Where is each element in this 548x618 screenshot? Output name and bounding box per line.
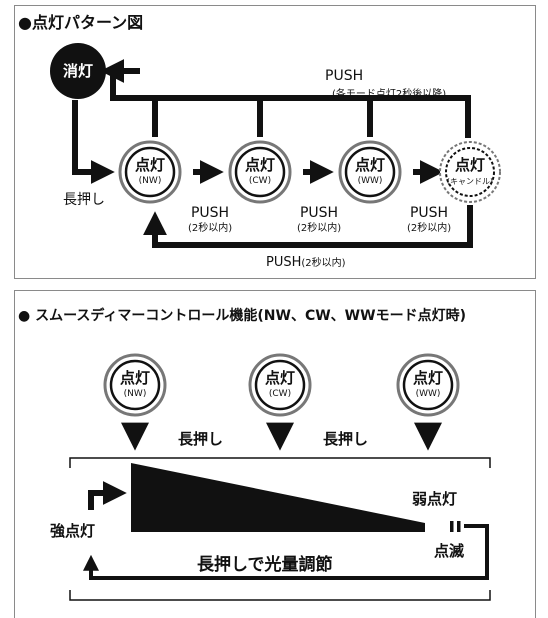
node-mode: (WW) (357, 176, 383, 186)
node-cw: 点灯 (CW) (228, 140, 292, 204)
bottom-bracket (69, 590, 491, 601)
blink-label: 点滅 (434, 542, 465, 560)
push-cw-ww: PUSH(2秒以内) (297, 205, 342, 234)
blink-bar-1 (450, 521, 454, 532)
off-node: 消灯 (50, 43, 106, 99)
node-mode: (NW) (123, 389, 147, 399)
node-label: 点灯 (264, 369, 295, 387)
ring-icon (103, 353, 167, 417)
adjust-loop-arrow (83, 524, 489, 580)
node-mode: (CW) (248, 176, 272, 186)
push-ww-candle: PUSH(2秒以内) (407, 205, 452, 234)
node-nw-2: 点灯 (NW) (103, 353, 167, 417)
node-mode: (キャンドル) (446, 177, 494, 186)
panel-title-smooth-dimmer: ● スムースディマーコントロール機能(NW、CW、WWモード点灯時) (18, 308, 466, 324)
top-return-arrow (110, 70, 471, 138)
node-ww-2: 点灯 (WW) (396, 353, 460, 417)
ring-icon (248, 353, 312, 417)
adjust-caption: 長押しで光量調節 (197, 555, 333, 575)
ring-icon (396, 353, 460, 417)
node-label: 点灯 (354, 156, 385, 174)
node-label: 点灯 (412, 369, 443, 387)
bottom-return-arrow (143, 205, 473, 248)
node-label: 点灯 (454, 156, 485, 174)
strong-label: 強点灯 (50, 522, 96, 540)
push-nw-cw: PUSH(2秒以内) (188, 205, 233, 234)
long-press-label: 長押し (63, 192, 105, 208)
dimming-wedge (131, 463, 425, 532)
top-bracket (69, 457, 491, 468)
node-mode: (CW) (268, 389, 292, 399)
node-mode: (WW) (415, 389, 441, 399)
ring-icon (118, 140, 182, 204)
panel-title-lighting-pattern: ●点灯パターン図 (18, 13, 144, 32)
node-cw-2: 点灯 (CW) (248, 353, 312, 417)
ring-icon (228, 140, 292, 204)
node-mode: (NW) (138, 176, 162, 186)
blink-bar-2 (457, 521, 461, 532)
ring-icon (338, 140, 402, 204)
top-push-label: PUSH (325, 68, 364, 84)
lighting-pattern-panel (14, 5, 536, 279)
smooth-dimmer-panel (14, 290, 536, 618)
long-press-label-2: 長押し (323, 430, 369, 448)
node-label: 点灯 (134, 156, 165, 174)
strong-arrow (88, 481, 127, 510)
node-ww: 点灯 (WW) (338, 140, 402, 204)
dashed-ring-icon (439, 141, 501, 203)
node-label: 点灯 (244, 156, 275, 174)
top-push-note: (各モード点灯2秒後以降) (332, 89, 447, 100)
node-nw: 点灯 (NW) (118, 140, 182, 204)
long-press-arrow (72, 100, 115, 184)
long-press-label-1: 長押し (178, 430, 224, 448)
weak-label: 弱点灯 (412, 490, 458, 508)
node-label: 点灯 (119, 369, 150, 387)
bottom-push-label: PUSH(2秒以内) (266, 255, 346, 270)
node-candle: 点灯 (キャンドル) (438, 140, 502, 204)
